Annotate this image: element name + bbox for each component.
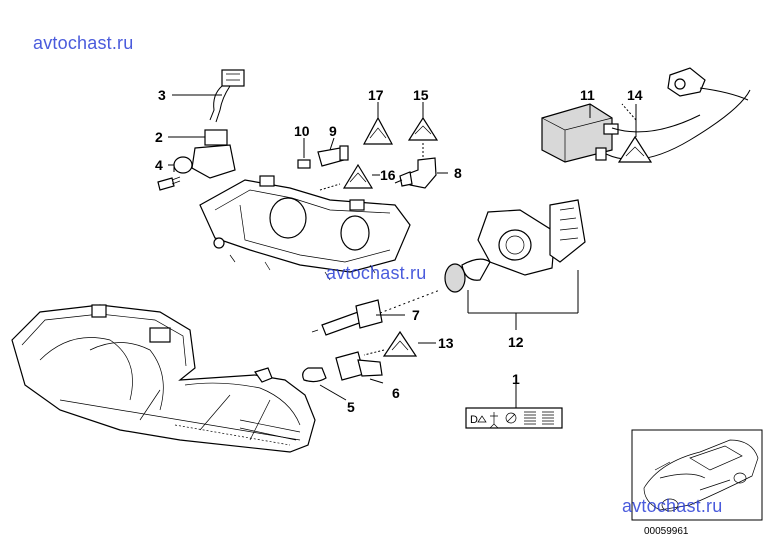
callout-17: 17 xyxy=(368,87,384,103)
callout-12: 12 xyxy=(508,334,524,350)
callout-13: 13 xyxy=(438,335,454,351)
callout-15: 15 xyxy=(413,87,429,103)
callout-11: 11 xyxy=(580,87,595,103)
callout-5: 5 xyxy=(347,399,355,415)
screw xyxy=(157,176,181,191)
callout-10: 10 xyxy=(294,123,310,139)
ece-warning-triangle-icon xyxy=(617,135,653,163)
headlight-lens xyxy=(11,304,316,453)
lines-icon xyxy=(542,411,554,425)
callout-14: 14 xyxy=(627,87,643,103)
callout-1: 1 xyxy=(512,371,520,387)
bulb-holder xyxy=(297,145,349,169)
callout-2: 2 xyxy=(155,129,163,145)
xenon-bulb xyxy=(311,299,383,336)
xenon-connector xyxy=(667,67,749,101)
ece-warning-triangle-icon xyxy=(382,330,418,357)
small-bulb xyxy=(302,367,327,383)
callout-3: 3 xyxy=(158,87,166,103)
leader-lines xyxy=(168,94,637,408)
no-entry-icon xyxy=(505,412,517,424)
car-thumbnail xyxy=(631,429,763,521)
connector-plug xyxy=(209,69,245,123)
control-unit xyxy=(541,89,751,163)
part-number: 00059961 xyxy=(644,526,689,537)
headlight-adjust-symbol-icon: D xyxy=(470,414,478,426)
bulb-carrier xyxy=(199,175,411,281)
bulb-socket xyxy=(173,129,236,179)
watermark-bottom-right: avtochast.ru xyxy=(622,496,723,516)
callout-7: 7 xyxy=(412,307,420,323)
callout-16: 16 xyxy=(380,167,396,183)
lines-icon xyxy=(524,411,536,425)
angled-socket xyxy=(399,157,437,189)
callout-6: 6 xyxy=(392,385,400,401)
callout-4: 4 xyxy=(155,157,163,173)
person-icon xyxy=(489,412,499,429)
triangle-small-icon xyxy=(477,415,487,423)
callout-9: 9 xyxy=(329,123,337,139)
callout-8: 8 xyxy=(454,165,462,181)
ece-warning-triangle-icon xyxy=(362,116,394,145)
ece-warning-triangle-icon xyxy=(407,116,439,141)
watermark-center: avtochast.ru xyxy=(326,263,427,283)
warning-label: D xyxy=(465,407,563,429)
watermark-top-left: avtochast.ru xyxy=(33,33,134,53)
ignitor-bracket xyxy=(444,199,586,293)
socket xyxy=(335,351,383,381)
ece-warning-triangle-icon xyxy=(342,163,374,189)
